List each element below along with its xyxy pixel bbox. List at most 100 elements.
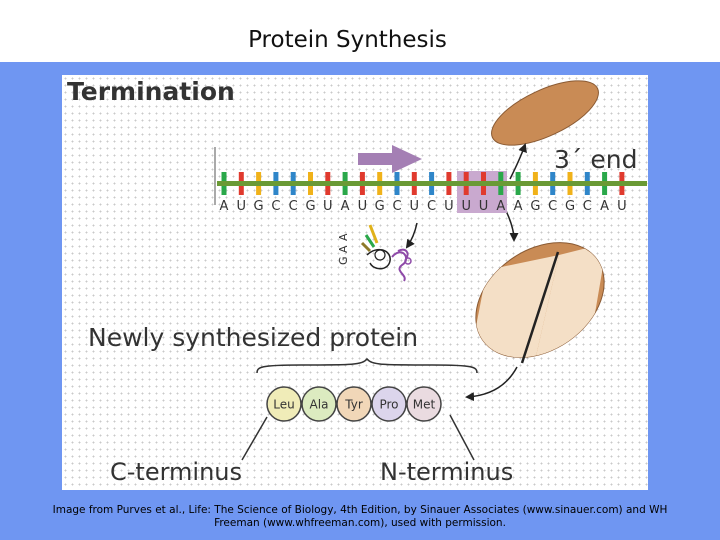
nucleotide-tick-bottom: [550, 186, 556, 195]
nucleotide-letter: U: [237, 199, 247, 214]
nucleotide-letter: U: [358, 199, 368, 214]
nucleotide-tick-bottom: [238, 186, 244, 195]
n-terminus-pointer: [449, 414, 475, 461]
released-trna: GAA: [337, 224, 412, 282]
nucleotide-tick-top: [567, 172, 573, 181]
nucleotide-letter: C: [583, 199, 592, 214]
nucleotide-letter: U: [444, 199, 454, 214]
nucleotide-letter: A: [220, 199, 229, 214]
nucleotide-tick-top: [342, 172, 348, 181]
nucleotide-tick-top: [273, 172, 279, 181]
nucleotide-letter: U: [617, 199, 627, 214]
amino-acid-label: Met: [413, 398, 436, 412]
nucleotide-letter: A: [341, 199, 350, 214]
nucleotide-tick-bottom: [377, 186, 383, 195]
nucleotide-letter: U: [323, 199, 333, 214]
release-arrow-trna: [405, 222, 418, 249]
release-arrow-small: [509, 143, 527, 180]
nucleotide-letter: A: [600, 199, 609, 214]
nucleotide-tick-bottom: [532, 186, 538, 195]
small-ribosome-subunit: [491, 80, 599, 146]
nucleotide-tick-bottom: [256, 186, 262, 195]
image-credit-caption: Image from Purves et al., Life: The Scie…: [52, 504, 668, 529]
nucleotide-tick-bottom: [446, 186, 452, 195]
nucleotide-tick-bottom: [221, 186, 227, 195]
nucleotide-tick-top: [308, 172, 313, 181]
nucleotide-tick-bottom: [481, 186, 486, 195]
nucleotide-letter: C: [427, 199, 436, 214]
nucleotide-letter: C: [271, 199, 280, 214]
nucleotide-tick-bottom: [411, 186, 417, 195]
nucleotide-tick-bottom: [567, 186, 573, 195]
c-terminus-pointer: [241, 416, 268, 461]
translation-direction-arrow: [358, 145, 422, 173]
nucleotide-letter: U: [461, 199, 471, 214]
amino-acid-label: Pro: [379, 398, 398, 412]
amino-acid-bead: [336, 386, 372, 422]
nucleotide-tick-top: [515, 172, 521, 181]
nucleotide-tick-bottom: [463, 186, 469, 195]
nucleotide-tick-top: [481, 172, 486, 181]
protein-brace: [256, 357, 478, 374]
c-terminus-label: C-terminus: [110, 458, 243, 486]
nucleotide-tick-bottom: [602, 186, 608, 195]
nucleotide-letter: G: [305, 199, 315, 214]
nucleotide-tick-top: [256, 172, 262, 181]
nucleotide-tick-top: [619, 172, 625, 181]
nucleotide-tick-bottom: [584, 186, 590, 195]
nucleotide-tick-top: [550, 172, 556, 181]
nucleotide-tick-bottom: [359, 186, 365, 195]
nucleotide-letter: G: [565, 199, 575, 214]
anticodon-letter: G: [337, 256, 350, 265]
nucleotide-tick-top: [411, 172, 417, 181]
protein-label: Newly synthesized protein: [88, 323, 419, 352]
nucleotide-letter: G: [254, 199, 264, 214]
nucleotide-tick-bottom: [342, 186, 348, 195]
amino-acid-bead: [301, 386, 337, 422]
nucleotide-letter: G: [530, 199, 540, 214]
nucleotide-letter: C: [289, 199, 298, 214]
nucleotide-tick-top: [584, 172, 590, 181]
amino-acid-label: Ala: [310, 398, 329, 412]
anticodon-letter: A: [337, 245, 350, 253]
nucleotide-tick-bottom: [394, 186, 400, 195]
nucleotide-tick-top: [325, 172, 331, 181]
nucleotide-letter: A: [496, 199, 505, 214]
slide-title: Protein Synthesis: [248, 27, 447, 53]
nucleotide-tick-top: [290, 172, 296, 181]
nucleotide-tick-bottom: [619, 186, 625, 195]
nucleotide-tick-bottom: [325, 186, 331, 195]
nucleotide-tick-bottom: [290, 186, 296, 195]
nucleotide-tick-top: [429, 172, 435, 181]
nucleotide-tick-top: [532, 172, 538, 181]
amino-acid-bead: [406, 386, 442, 422]
amino-acid-label: Leu: [273, 398, 294, 412]
large-ribosome-subunit: [472, 242, 607, 365]
nucleotide-letter: G: [375, 199, 385, 214]
nucleotide-tick-bottom: [498, 186, 504, 195]
amino-acid-label: Tyr: [344, 398, 363, 412]
n-terminus-label: N-terminus: [380, 458, 514, 486]
nucleotide-letter: U: [479, 199, 489, 214]
release-arrow-protein: [465, 366, 518, 402]
termination-heading: Termination: [67, 77, 235, 106]
nucleotide-tick-top: [394, 172, 400, 181]
nucleotide-tick-bottom: [273, 186, 279, 195]
nucleotide-letter: C: [392, 199, 401, 214]
nucleotide-tick-top: [498, 172, 504, 181]
nucleotide-letter: U: [410, 199, 420, 214]
nucleotide-letter: A: [514, 199, 523, 214]
nucleotide-tick-top: [238, 172, 244, 181]
nucleotide-tick-top: [221, 172, 227, 181]
nucleotide-tick-bottom: [308, 186, 313, 195]
nucleotide-tick-top: [359, 172, 365, 181]
amino-acid-chain: Leu Ala Tyr Pro Met: [266, 386, 442, 422]
amino-acid-bead: [371, 386, 407, 422]
nucleotide-tick-top: [463, 172, 469, 181]
nucleotide-tick-bottom: [515, 186, 521, 195]
three-prime-end-label: 3´ end: [554, 145, 638, 174]
amino-acid-bead: [266, 386, 302, 422]
